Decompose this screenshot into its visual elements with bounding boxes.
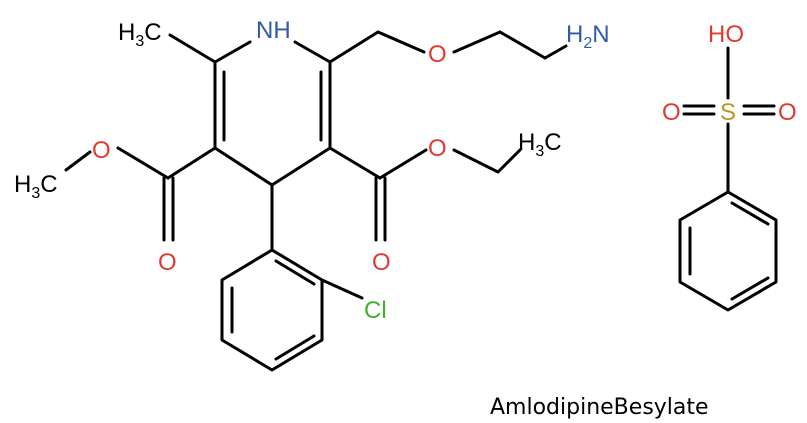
nh-label: NH <box>256 17 291 44</box>
bond-c3-c4 <box>213 146 274 187</box>
ester-right-oxygen: O <box>428 135 447 162</box>
bond-c6-ch2 <box>328 30 380 64</box>
chlorophenyl-ring <box>220 183 364 372</box>
bond-c2-methyl <box>168 33 217 64</box>
bond-ch2-ch2 <box>498 30 547 60</box>
ether-oxygen: O <box>428 41 447 68</box>
methyl-left-label: H3C <box>14 171 58 202</box>
bond-aryl-cl <box>320 278 364 300</box>
benzene-ring-right <box>678 190 778 312</box>
bond-n-c6 <box>293 40 332 64</box>
ethyl-methyl-label: H3C <box>518 129 562 160</box>
chlorine-label: Cl <box>364 297 387 324</box>
bond-c3-carbonyl <box>166 146 217 180</box>
bond-ch2-ch3 <box>496 148 522 174</box>
methyl-top-label: H3C <box>118 19 162 50</box>
bond-n-c2 <box>213 40 252 64</box>
bond-o-ch2-right <box>452 148 500 174</box>
benzenesulfonic-acid <box>678 46 778 312</box>
bond-ch2-n <box>543 44 568 60</box>
bond-ch2-o <box>376 30 426 54</box>
dihydropyridine-ring <box>213 40 332 187</box>
carbonyl-right-oxygen: O <box>372 249 391 276</box>
aromatic-inner-r1 <box>730 201 770 226</box>
aromatic-inner-2 <box>274 334 316 361</box>
bond-carbonyl-o <box>116 146 170 180</box>
ester-left-oxygen: O <box>92 137 111 164</box>
sulfonyl-oxygen-left: O <box>662 99 681 126</box>
aminoethoxymethyl-chain <box>328 30 568 64</box>
ethyl-ester-group <box>328 146 522 242</box>
sulfur-label: S <box>720 99 736 126</box>
bond-o-methyl <box>64 150 92 172</box>
sulfonic-ho-label: HO <box>708 21 744 48</box>
benzene-ring-left <box>220 248 324 372</box>
compound-caption: AmlodipineBesylate <box>490 395 709 420</box>
amine-label: H2N <box>566 21 610 52</box>
sulfonyl-oxygen-right: O <box>778 99 797 126</box>
bond-c5-carbonyl <box>328 146 382 180</box>
bond-carbonyl-o-right <box>378 148 428 180</box>
carbonyl-left-oxygen: O <box>158 249 177 276</box>
aromatic-inner-3 <box>274 259 316 286</box>
bond-c5-c4 <box>270 146 332 187</box>
bond-o-ch2 <box>452 30 502 54</box>
methyl-ester-group <box>64 146 217 242</box>
aromatic-inner-r3 <box>730 276 770 301</box>
